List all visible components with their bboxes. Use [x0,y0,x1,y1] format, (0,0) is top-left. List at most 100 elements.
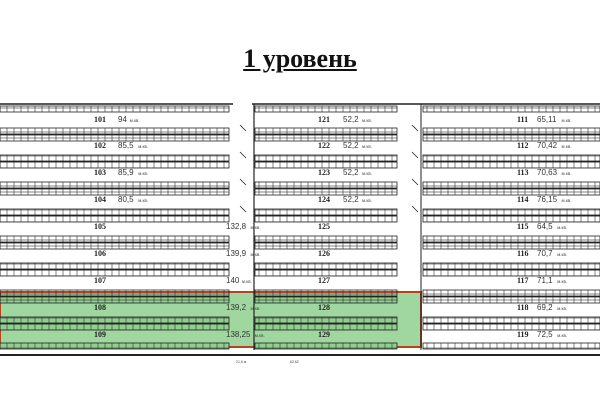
room-area: 65,11 [537,115,557,124]
shelf-row [0,154,230,162]
shelf-row [0,296,230,304]
area-unit: м.кв. [138,144,148,149]
area-unit: м.кв. [562,198,572,203]
shelf-row [254,181,398,189]
shelf-row [422,105,600,113]
gate-dimension: 21,6 м [236,360,247,364]
room-area: 72,5 [537,330,553,339]
area-unit: м.кв. [251,252,261,257]
shelf-row [0,181,230,189]
shelf-row [422,215,600,223]
room-area: 70,7 [537,249,553,258]
area-unit: м.кв. [557,306,567,311]
room-number: 129 [318,330,330,339]
room-area: 69,2 [537,303,553,312]
shelf-row [0,342,230,350]
shelf-row [422,262,600,270]
shelf-row [254,235,398,243]
shelf-row [422,127,600,135]
room-area: 76,15 [537,195,558,204]
shelf-row [0,262,230,270]
door-icon [411,151,419,159]
room-number: 121 [318,115,330,124]
shelf-row [254,262,398,270]
shelf-row [422,154,600,162]
room-number: 103 [94,168,106,177]
shelf-row [254,316,398,324]
room-number: 127 [318,276,330,285]
room-number: 116 [517,249,529,258]
door-icon [411,178,419,186]
shelf-row [422,323,600,331]
shelf-row [0,289,230,297]
room-number: 124 [318,195,330,204]
length-dimension: 62.62 [290,360,299,364]
room-area: 85,9 [118,168,134,177]
room-area: 85,5 [118,141,134,150]
shelf-row [0,161,230,169]
room-number: 104 [94,195,106,204]
room-area: 139,2 [226,303,247,312]
shelf-row [254,127,398,135]
door-icon [239,178,247,186]
shelf-row [422,242,600,250]
shelf-row [254,342,398,350]
area-unit: м.кв. [362,171,372,176]
room-number: 106 [94,249,106,258]
room-number: 102 [94,141,106,150]
area-unit: м.кв. [562,144,572,149]
shelf-row [254,154,398,162]
shelf-row [422,269,600,277]
area-unit: м.кв. [562,171,572,176]
room-number: 128 [318,303,330,312]
plan-title: 1 уровень [243,44,357,73]
area-unit: м.кв. [138,198,148,203]
shelf-row [254,289,398,297]
room-area: 70,63 [537,168,558,177]
area-unit: м.кв. [557,279,567,284]
area-unit: м.кв. [130,118,140,123]
shelf-row [422,235,600,243]
shelf-row [254,208,398,216]
room-number: 114 [517,195,529,204]
room-area: 64,5 [537,222,553,231]
door-icon [411,205,419,213]
area-unit: м.кв. [557,333,567,338]
room-number: 117 [517,276,529,285]
shelf-row [0,269,230,277]
room-number: 109 [94,330,106,339]
shelf-row [0,105,230,113]
room-area: 80,5 [118,195,134,204]
area-unit: м.кв. [562,118,572,123]
shelf-row [0,188,230,196]
room-number: 122 [318,141,330,150]
shelf-row [422,289,600,297]
shelf-row [422,342,600,350]
shelf-row [0,242,230,250]
area-unit: м.кв. [557,252,567,257]
shelf-row [422,181,600,189]
room-number: 118 [517,303,529,312]
room-number: 111 [517,115,528,124]
room-area: 139,9 [226,249,247,258]
room-number: 123 [318,168,330,177]
door-icon [239,205,247,213]
area-unit: м.кв. [557,225,567,230]
room-area: 71,1 [537,276,553,285]
room-area: 52,2 [343,141,359,150]
shelf-row [422,134,600,142]
room-number: 107 [94,276,106,285]
area-unit: м.кв. [362,118,372,123]
shelf-row [0,316,230,324]
area-unit: м.кв. [138,171,148,176]
room-area: 140 [226,276,240,285]
room-number: 115 [517,222,529,231]
room-number: 113 [517,168,529,177]
shelf-row [422,188,600,196]
area-unit: м.кв. [362,144,372,149]
room-area: 94 [118,115,127,124]
shelf-row [422,316,600,324]
room-number: 126 [318,249,330,258]
door-icon [411,124,419,132]
area-unit: м.кв. [255,333,265,338]
